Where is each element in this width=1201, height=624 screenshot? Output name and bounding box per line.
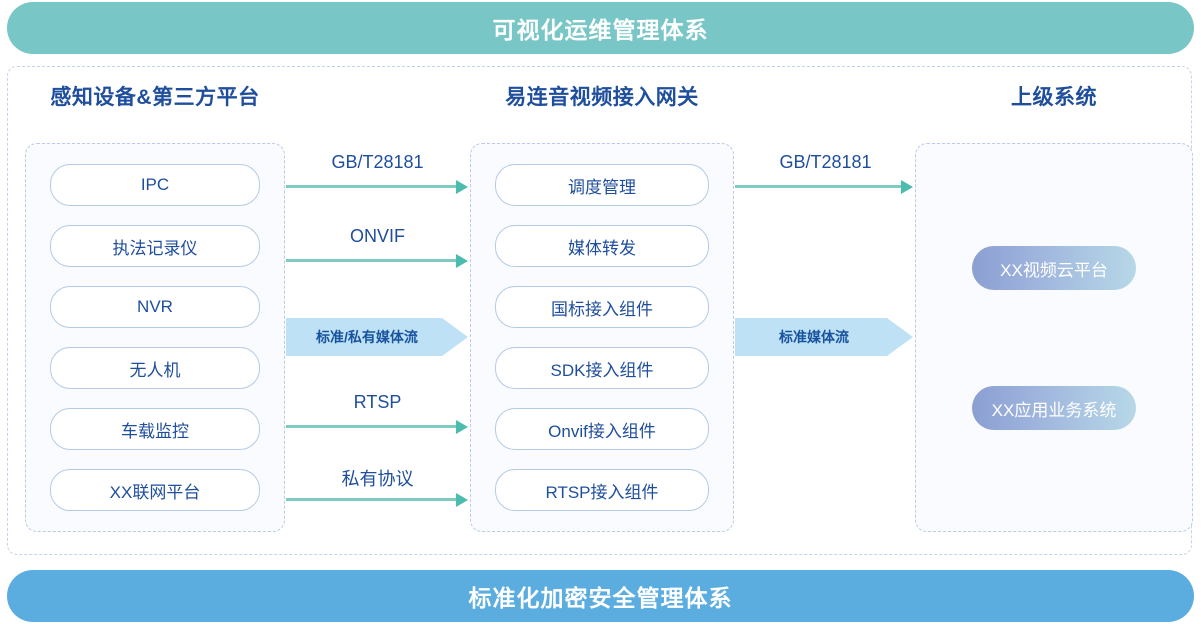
list-item[interactable]: 无人机 bbox=[50, 347, 260, 389]
connector-label-gbt28181-left: GB/T28181 bbox=[331, 152, 424, 172]
arrow-head-icon bbox=[456, 419, 468, 434]
list-item[interactable]: 车载监控 bbox=[50, 408, 260, 450]
top-banner-label: 可视化运维管理体系 bbox=[492, 17, 709, 43]
arrow-head-icon bbox=[887, 318, 913, 356]
connector-label-rtsp: RTSP bbox=[353, 392, 402, 412]
list-item[interactable]: 国标接入组件 bbox=[495, 286, 709, 328]
list-item[interactable]: XX视频云平台 bbox=[972, 246, 1136, 290]
list-item[interactable]: 媒体转发 bbox=[495, 225, 709, 267]
column-box-right: XX视频云平台 XX应用业务系统 bbox=[915, 143, 1193, 532]
list-item[interactable]: XX联网平台 bbox=[50, 469, 260, 511]
column-box-left: IPC 执法记录仪 NVR 无人机 车载监控 XX联网平台 bbox=[25, 143, 285, 532]
column-gateway: 易连音视频接入网关 调度管理 媒体转发 国标接入组件 SDK接入组件 Onvif… bbox=[470, 66, 734, 532]
list-item[interactable]: RTSP接入组件 bbox=[495, 469, 709, 511]
column-sensing-devices: 感知设备&第三方平台 IPC 执法记录仪 NVR 无人机 车载监控 XX联网平台 bbox=[25, 66, 285, 532]
arrow-shaft bbox=[286, 498, 457, 501]
connector-label-private-protocol: 私有协议 bbox=[341, 469, 414, 489]
arrow-shaft bbox=[286, 425, 457, 428]
arrow-head-icon bbox=[456, 179, 468, 194]
connector-label-standard-stream: 标准媒体流 bbox=[735, 318, 887, 356]
arrow-head-icon bbox=[456, 253, 468, 268]
arrow-head-icon bbox=[456, 492, 468, 507]
column-upper-system: 上级系统 XX视频云平台 XX应用业务系统 bbox=[915, 66, 1193, 532]
connector-arrow-gbt28181-right bbox=[735, 174, 913, 200]
connector-label-gbt28181-right: GB/T28181 bbox=[779, 152, 872, 172]
connector-block-arrow-standard-private-stream: 标准/私有媒体流 bbox=[286, 318, 468, 356]
connector-arrow-rtsp bbox=[286, 414, 468, 440]
top-banner: 可视化运维管理体系 bbox=[7, 2, 1194, 54]
connector-block-arrow-standard-stream: 标准媒体流 bbox=[735, 318, 913, 356]
list-item[interactable]: XX应用业务系统 bbox=[972, 386, 1136, 430]
list-item[interactable]: 调度管理 bbox=[495, 164, 709, 206]
arrow-shaft bbox=[735, 185, 902, 188]
list-item[interactable]: IPC bbox=[50, 164, 260, 206]
connector-arrow-onvif bbox=[286, 248, 468, 274]
arrow-shaft bbox=[286, 259, 457, 262]
column-title-right: 上级系统 bbox=[1011, 86, 1097, 109]
column-box-middle: 调度管理 媒体转发 国标接入组件 SDK接入组件 Onvif接入组件 RTSP接… bbox=[470, 143, 734, 532]
bottom-banner-label: 标准化加密安全管理体系 bbox=[468, 585, 733, 611]
arrow-shaft bbox=[286, 185, 457, 188]
list-item[interactable]: SDK接入组件 bbox=[495, 347, 709, 389]
list-item[interactable]: 执法记录仪 bbox=[50, 225, 260, 267]
list-item[interactable]: Onvif接入组件 bbox=[495, 408, 709, 450]
list-item[interactable]: NVR bbox=[50, 286, 260, 328]
column-title-middle: 易连音视频接入网关 bbox=[505, 86, 699, 109]
bottom-banner: 标准化加密安全管理体系 bbox=[7, 570, 1194, 622]
connector-arrow-private-protocol bbox=[286, 487, 468, 513]
arrow-head-icon bbox=[442, 318, 468, 356]
connector-arrow-gbt28181-left bbox=[286, 174, 468, 200]
connector-label-onvif: ONVIF bbox=[349, 226, 405, 246]
column-title-left: 感知设备&第三方平台 bbox=[50, 86, 260, 109]
arrow-head-icon bbox=[901, 179, 913, 194]
connector-label-standard-private-stream: 标准/私有媒体流 bbox=[286, 318, 442, 356]
